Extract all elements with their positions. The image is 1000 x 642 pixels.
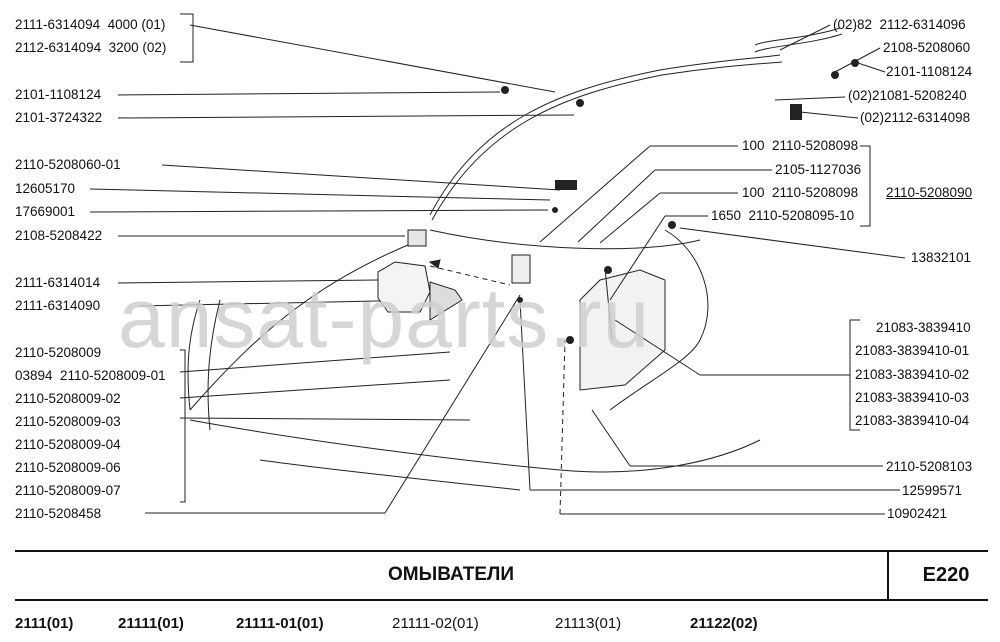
leader-l12 — [179, 351, 451, 373]
bracket-l1 — [180, 13, 194, 63]
leader-l13 — [179, 379, 451, 399]
part-label: 2112-6314094 3200 (02) — [15, 40, 167, 55]
part-label: 21083-3839410-02 — [855, 367, 970, 382]
watermark: ansat-parts.ru — [118, 271, 651, 365]
part-label: (02)21081-5208240 — [848, 88, 967, 103]
part-label: 2111-6314014 — [15, 275, 101, 290]
part-label: 2101-1108124 — [886, 64, 973, 79]
model-label: 21111(01) — [118, 615, 184, 632]
title-divider — [887, 552, 889, 599]
part-label: 2110-5208009-04 — [15, 437, 121, 452]
bracket-r6 — [860, 145, 871, 227]
part-label: 12599571 — [902, 483, 963, 498]
part-label: (02)82 2112-6314096 — [833, 17, 966, 32]
page-code: E220 — [922, 564, 970, 586]
part-label: 21083-3839410-03 — [855, 390, 970, 405]
part-label: 13832101 — [911, 250, 972, 265]
model-label: 21113(01) — [555, 615, 622, 632]
part-label: 2110-5208009-03 — [15, 414, 121, 429]
part-label: 2108-5208422 — [15, 228, 103, 243]
part-label: 17669001 — [15, 204, 76, 219]
part-label: 21083-3839410-04 — [855, 413, 970, 428]
leader-l14 — [179, 417, 471, 421]
part-label: 2101-3724322 — [15, 110, 103, 125]
part-label: 1650 2110-5208095-10 — [711, 208, 855, 223]
leader-l6 — [89, 188, 551, 201]
part-label: 2110-5208060-01 — [15, 157, 121, 172]
bracket-l11 — [180, 349, 186, 503]
hood-edge — [429, 229, 701, 250]
part-label: 2110-5208009-07 — [15, 483, 121, 498]
part-label: 12605170 — [15, 181, 76, 196]
leader-l4 — [117, 114, 575, 119]
part-label: 21083-3839410-01 — [855, 343, 970, 358]
part-label: 2111-6314094 4000 (01) — [15, 17, 166, 32]
part-label: 100 2110-5208098 — [742, 185, 859, 200]
title-block: ОМЫВАТЕЛИ E220 — [15, 550, 988, 601]
model-label: 21111-02(01) — [392, 615, 479, 632]
leader-l10 — [137, 299, 426, 307]
nut-part — [501, 86, 509, 94]
model-label: 21122(02) — [690, 615, 758, 632]
leader-l3 — [117, 91, 501, 96]
model-label: 2111(01) — [15, 615, 74, 632]
part-label: 100 2110-5208098 — [742, 138, 859, 153]
part-label: 2101-1108124 — [15, 87, 102, 102]
part-label: 2110-5208009-02 — [15, 391, 121, 406]
leader-l9 — [117, 279, 379, 284]
part-label: 2110-5208009-06 — [15, 460, 121, 475]
part-label: 2110-5208090 — [886, 185, 973, 200]
part-label: 03894 2110-5208009-01 — [15, 368, 166, 383]
part-label: 2110-5208009 — [15, 345, 102, 360]
part-label: 2105-1127036 — [775, 162, 862, 177]
part-label: 21083-3839410 — [876, 320, 971, 335]
model-label: 21111-01(01) — [236, 615, 324, 632]
page-title: ОМЫВАТЕЛИ — [387, 564, 515, 585]
part-label: 2110-5208103 — [886, 459, 973, 474]
part-label: 10902421 — [887, 506, 948, 521]
nozzle-part — [555, 180, 577, 190]
part-label: 2108-5208060 — [883, 40, 971, 55]
hose-top — [429, 54, 781, 216]
leader-l1 — [189, 24, 556, 93]
leader-l5 — [161, 164, 561, 191]
part-label: 2110-5208458 — [15, 506, 102, 521]
part-label: (02)2112-6314098 — [860, 110, 971, 125]
part-label: 2111-6314090 — [15, 298, 101, 313]
leader-l7 — [89, 209, 549, 213]
